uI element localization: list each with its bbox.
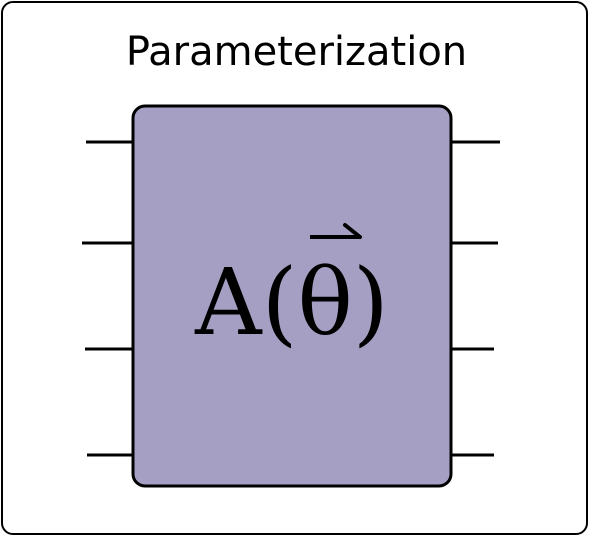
- vector-arrow-icon: [310, 223, 362, 239]
- gate-label-prefix: A(: [194, 249, 297, 356]
- gate-label-param: θ: [298, 249, 353, 356]
- gate-label-suffix: ): [353, 249, 389, 356]
- diagram-title: Parameterization: [125, 29, 468, 75]
- parameterized-gate-box: [131, 104, 453, 488]
- gate-label: A(θ): [194, 249, 389, 356]
